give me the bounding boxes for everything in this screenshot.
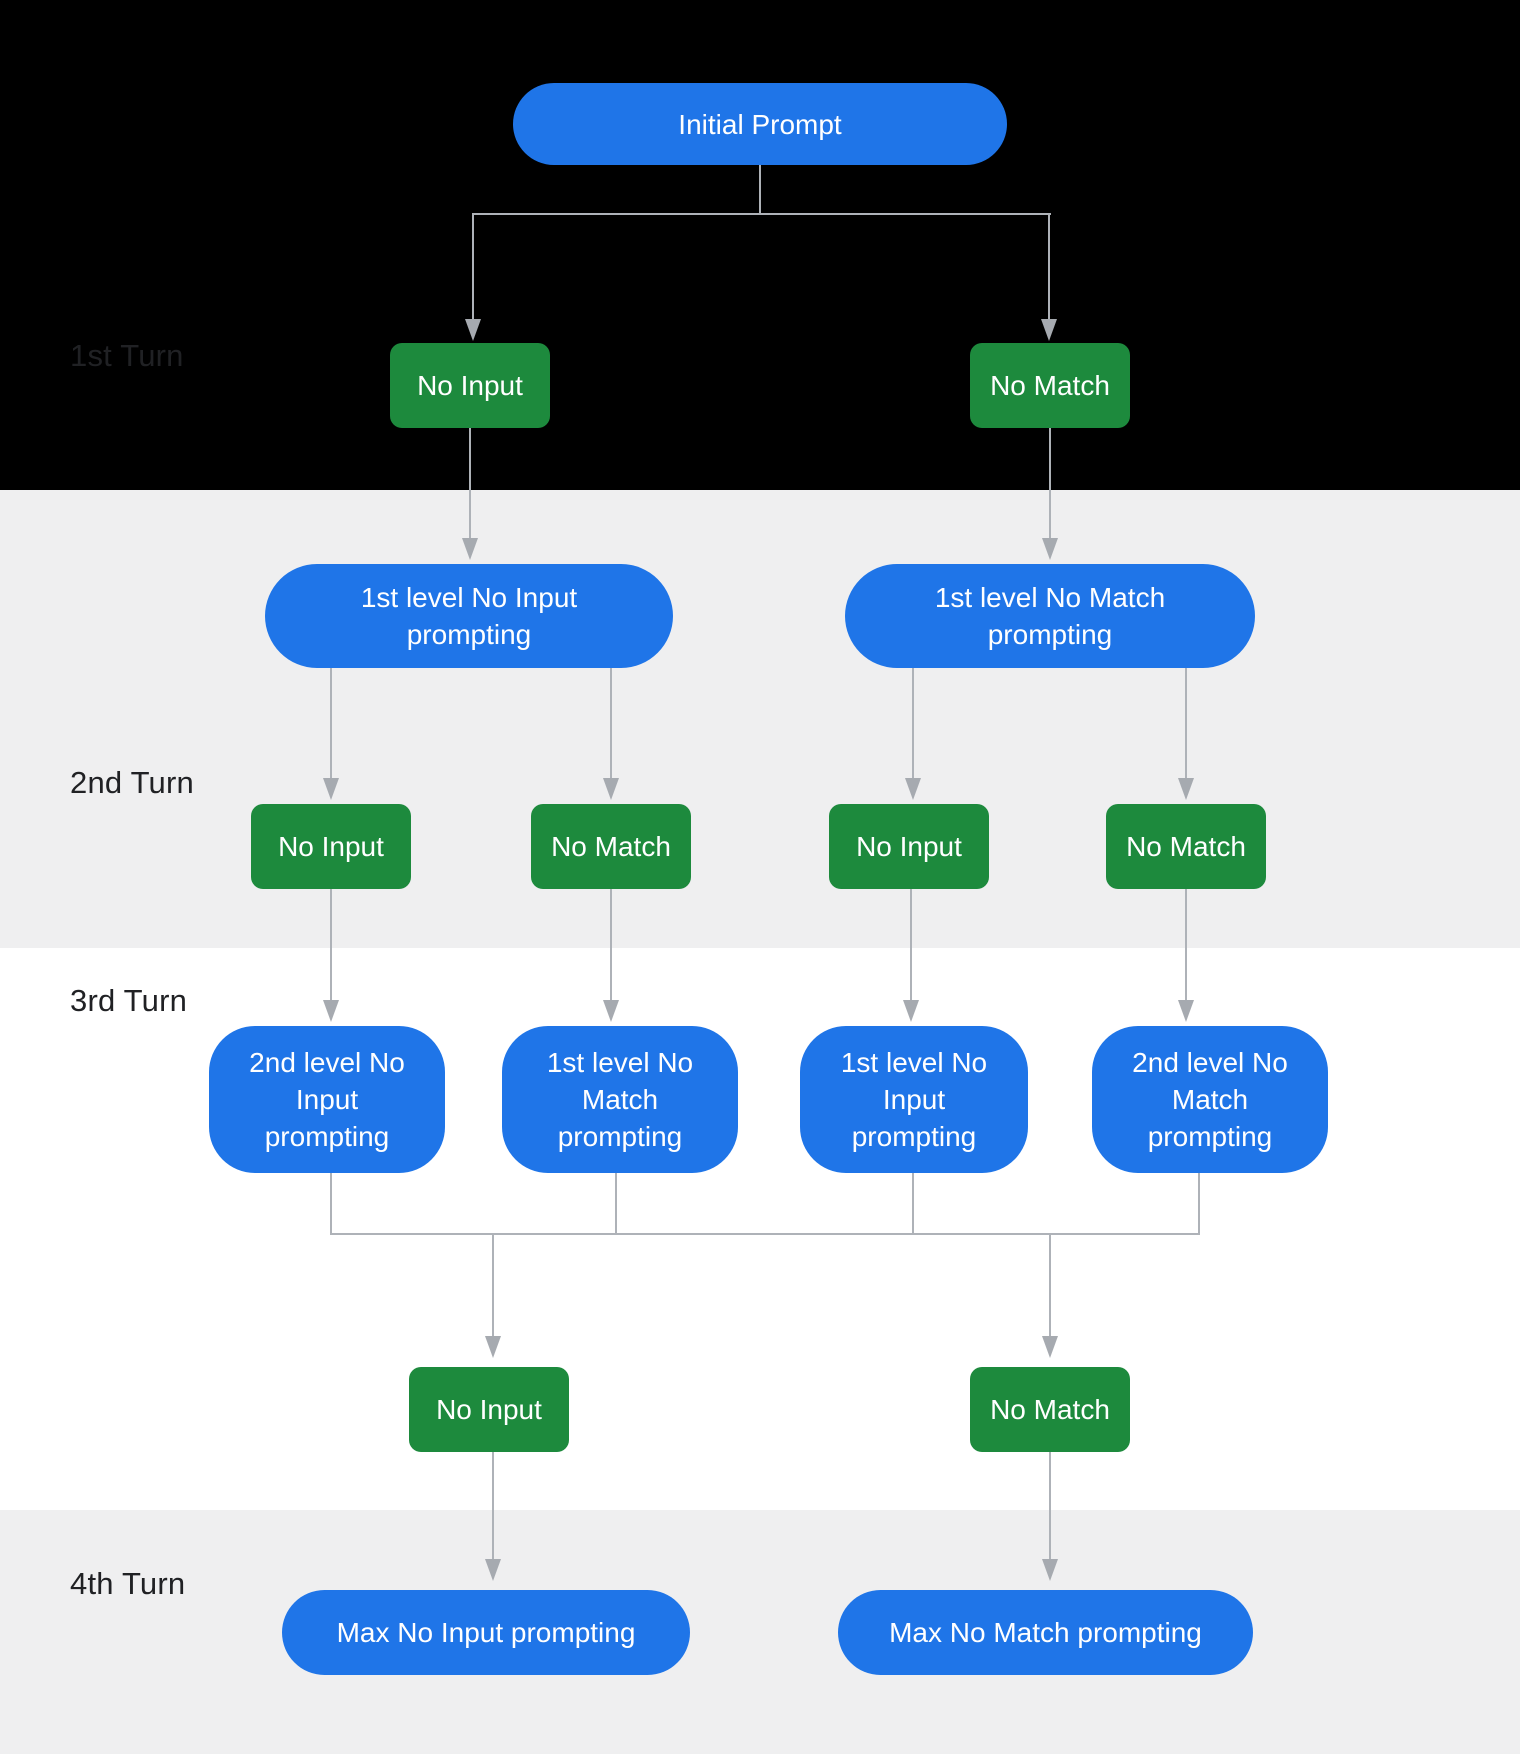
arrow-to-turn1-no-match-arrowhead [1041,319,1057,341]
arrow-no-input-to-l1-pill-arrowhead [462,538,478,560]
arrow-t2-to-l2nm-box-arrowhead [1178,1000,1194,1022]
arrow-t2-to-l1ni-box [910,889,912,1002]
node-turn1-no-match: No Match [970,343,1130,428]
arrow-no-match-to-l1-pill-arrowhead [1042,538,1058,560]
arrow-no-match-to-l1-pill [1049,428,1051,540]
arrow-to-turn1-no-input [472,213,474,321]
arrow-bus-to-t3-no-input [492,1234,494,1338]
bus-stub-l2ni [330,1173,332,1235]
node-label: 1st level No Input prompting [840,1047,988,1152]
turn1-background-band [0,0,1520,490]
node-label: 2nd level No Match prompting [1132,1047,1288,1152]
node-label: No Input [856,831,962,862]
node-max-no-input-prompting: Max No Input prompting [282,1590,690,1675]
arrow-t2-to-l2nm-box [1185,889,1187,1002]
arrow-l1ni-to-t2-no-input [330,668,332,780]
arrow-l1nm-to-t2-no-match-arrowhead [1178,778,1194,800]
node-label: Max No Match prompting [889,1617,1202,1648]
node-2nd-level-no-input-prompting: 2nd level No Input prompting [209,1026,445,1173]
node-1st-level-no-match-prompting: 1st level No Match prompting [845,564,1255,668]
turn1-branch-bar [472,213,1051,215]
node-1st-level-no-input-prompting-2: 1st level No Input prompting [800,1026,1028,1173]
arrow-t2-to-l2ni-box [330,889,332,1002]
node-1st-level-no-input-prompting: 1st level No Input prompting [265,564,673,668]
arrow-l1ni-to-t2-no-match-arrowhead [603,778,619,800]
node-turn3-no-match: No Match [970,1367,1130,1452]
arrow-t2-to-l2ni-box-arrowhead [323,1000,339,1022]
node-label: No Match [990,370,1110,401]
node-turn3-no-input: No Input [409,1367,569,1452]
arrow-t3-to-max-no-input [492,1452,494,1561]
arrow-l1ni-to-t2-no-input-arrowhead [323,778,339,800]
node-label: No Input [417,370,523,401]
node-label: No Input [436,1394,542,1425]
arrow-l1ni-to-t2-no-match [610,668,612,780]
arrow-l1nm-to-t2-no-input [912,668,914,780]
arrow-t2-to-l1nm-box-arrowhead [603,1000,619,1022]
node-turn2-no-input-left: No Input [251,804,411,889]
turn-label-4th: 4th Turn [70,1566,186,1601]
arrow-t3-to-max-no-match [1049,1452,1051,1561]
node-turn2-no-input-right: No Input [829,804,989,889]
node-label: 1st level No Match prompting [546,1047,694,1152]
turn-label-3rd: 3rd Turn [70,983,188,1018]
arrow-bus-to-t3-no-match [1049,1234,1051,1338]
bus-stub-l1ni [912,1173,914,1235]
node-label: No Match [990,1394,1110,1425]
arrow-t3-to-max-no-match-arrowhead [1042,1559,1058,1581]
arrow-t2-to-l1ni-box-arrowhead [903,1000,919,1022]
node-label: No Input [278,831,384,862]
turn-label-2nd: 2nd Turn [70,765,194,800]
node-turn1-no-input: No Input [390,343,550,428]
arrow-to-turn1-no-match [1048,213,1050,321]
node-label: Max No Input prompting [336,1617,636,1648]
node-label: 2nd level No Input prompting [249,1047,405,1152]
node-2nd-level-no-match-prompting: 2nd level No Match prompting [1092,1026,1328,1173]
turn4-background-band [0,1510,1520,1754]
initial-prompt-stem [759,165,761,214]
bus-stub-l2nm [1198,1173,1200,1235]
node-max-no-match-prompting: Max No Match prompting [838,1590,1253,1675]
node-turn2-no-match-right: No Match [1106,804,1266,889]
arrow-no-input-to-l1-pill [469,428,471,540]
node-label: No Match [1126,831,1246,862]
node-label: 1st level No Match prompting [934,582,1166,650]
node-1st-level-no-match-prompting-2: 1st level No Match prompting [502,1026,738,1173]
node-initial-prompt: Initial Prompt [513,83,1007,165]
arrow-l1nm-to-t2-no-match [1185,668,1187,780]
node-label: 1st level No Input prompting [360,582,578,650]
turn2-background-band [0,490,1520,948]
node-label: No Match [551,831,671,862]
converge-bus-bar [330,1233,1200,1235]
arrow-l1nm-to-t2-no-input-arrowhead [905,778,921,800]
bus-stub-l1nm [615,1173,617,1235]
arrow-t3-to-max-no-input-arrowhead [485,1559,501,1581]
arrow-t2-to-l1nm-box [610,889,612,1002]
arrow-bus-to-t3-no-input-arrowhead [485,1336,501,1358]
node-turn2-no-match-left: No Match [531,804,691,889]
arrow-to-turn1-no-input-arrowhead [465,319,481,341]
arrow-bus-to-t3-no-match-arrowhead [1042,1336,1058,1358]
node-label: Initial Prompt [678,108,842,140]
turn-label-1st: 1st Turn [70,338,184,373]
